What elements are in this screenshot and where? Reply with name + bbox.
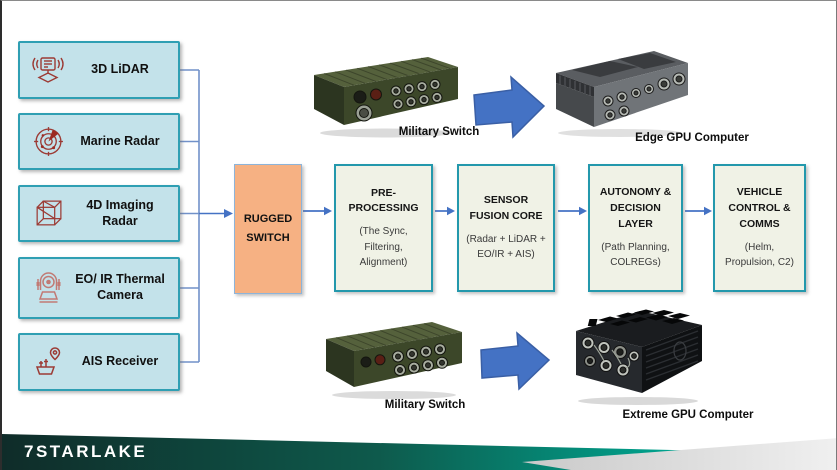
thermal-camera-icon (28, 270, 68, 306)
edge-gpu-label: Edge GPU Computer (635, 132, 749, 144)
flow-arrow-top (473, 75, 546, 139)
stage-subtitle: (Path Planning, COLREGs) (601, 241, 670, 269)
rugged-switch-box: RUGGED SWITCH (234, 164, 302, 294)
company-logo: 7STARLAKE (24, 442, 148, 461)
marine-radar-icon (28, 125, 68, 158)
sensor-box-4d-imaging-radar: 4D Imaging Radar (18, 185, 180, 242)
sensor-label: 4D Imaging Radar (86, 197, 154, 228)
military-switch-image-top (314, 57, 458, 138)
stage-subtitle: (The Sync, Filtering, Alignment) (359, 226, 408, 268)
footer-gray-wedge (522, 438, 836, 470)
stage-pre-processing: PRE-PROCESSING (The Sync, Filtering, Ali… (334, 164, 433, 292)
military-switch-image-bottom (326, 322, 462, 399)
sensor-label: AIS Receiver (81, 354, 159, 369)
ais-ship-pin-icon (28, 345, 68, 379)
flow-arrow-bottom (480, 331, 551, 391)
imaging-radar-cube-icon (28, 197, 68, 230)
lidar-icon (28, 54, 68, 86)
stage-sensor-fusion-core: SENSOR FUSION CORE (Radar + LiDAR + EO/I… (457, 164, 555, 292)
footer-band (2, 434, 836, 470)
stage-autonomy-decision: AUTONOMY & DECISION LAYER (Path Planning… (588, 164, 683, 292)
sensor-label: 3D LiDAR (91, 62, 149, 77)
sensor-box-3d-lidar: 3D LiDAR (18, 41, 180, 99)
stage-title: AUTONOMY & DECISION LAYER (599, 186, 672, 230)
stage-subtitle: (Helm, Propulsion, C2) (725, 241, 794, 269)
military-switch-label-top: Military Switch (398, 126, 480, 138)
extreme-gpu-label: Extreme GPU Computer (622, 409, 754, 421)
sensor-label: Marine Radar (80, 133, 160, 148)
military-switch-label-bottom: Military Switch (384, 399, 466, 411)
stage-title: VEHICLE CONTROL & COMMS (728, 186, 791, 230)
stage-title: SENSOR FUSION CORE (469, 194, 543, 222)
sensor-box-eo-ir-camera: EO/ IR Thermal Camera (18, 257, 180, 319)
stage-vehicle-control: VEHICLE CONTROL & COMMS (Helm, Propulsio… (713, 164, 806, 292)
sensor-box-marine-radar: Marine Radar (18, 113, 180, 170)
arrow-to-switch (224, 209, 233, 218)
stage-title: PRE-PROCESSING (348, 186, 419, 215)
sensor-box-ais-receiver: AIS Receiver (18, 333, 180, 391)
edge-gpu-computer-image (556, 51, 688, 137)
sensor-label: EO/ IR Thermal Camera (75, 272, 165, 302)
extreme-gpu-computer-image (576, 309, 702, 405)
stage-subtitle: (Radar + LiDAR + EO/IR + AIS) (466, 233, 546, 261)
